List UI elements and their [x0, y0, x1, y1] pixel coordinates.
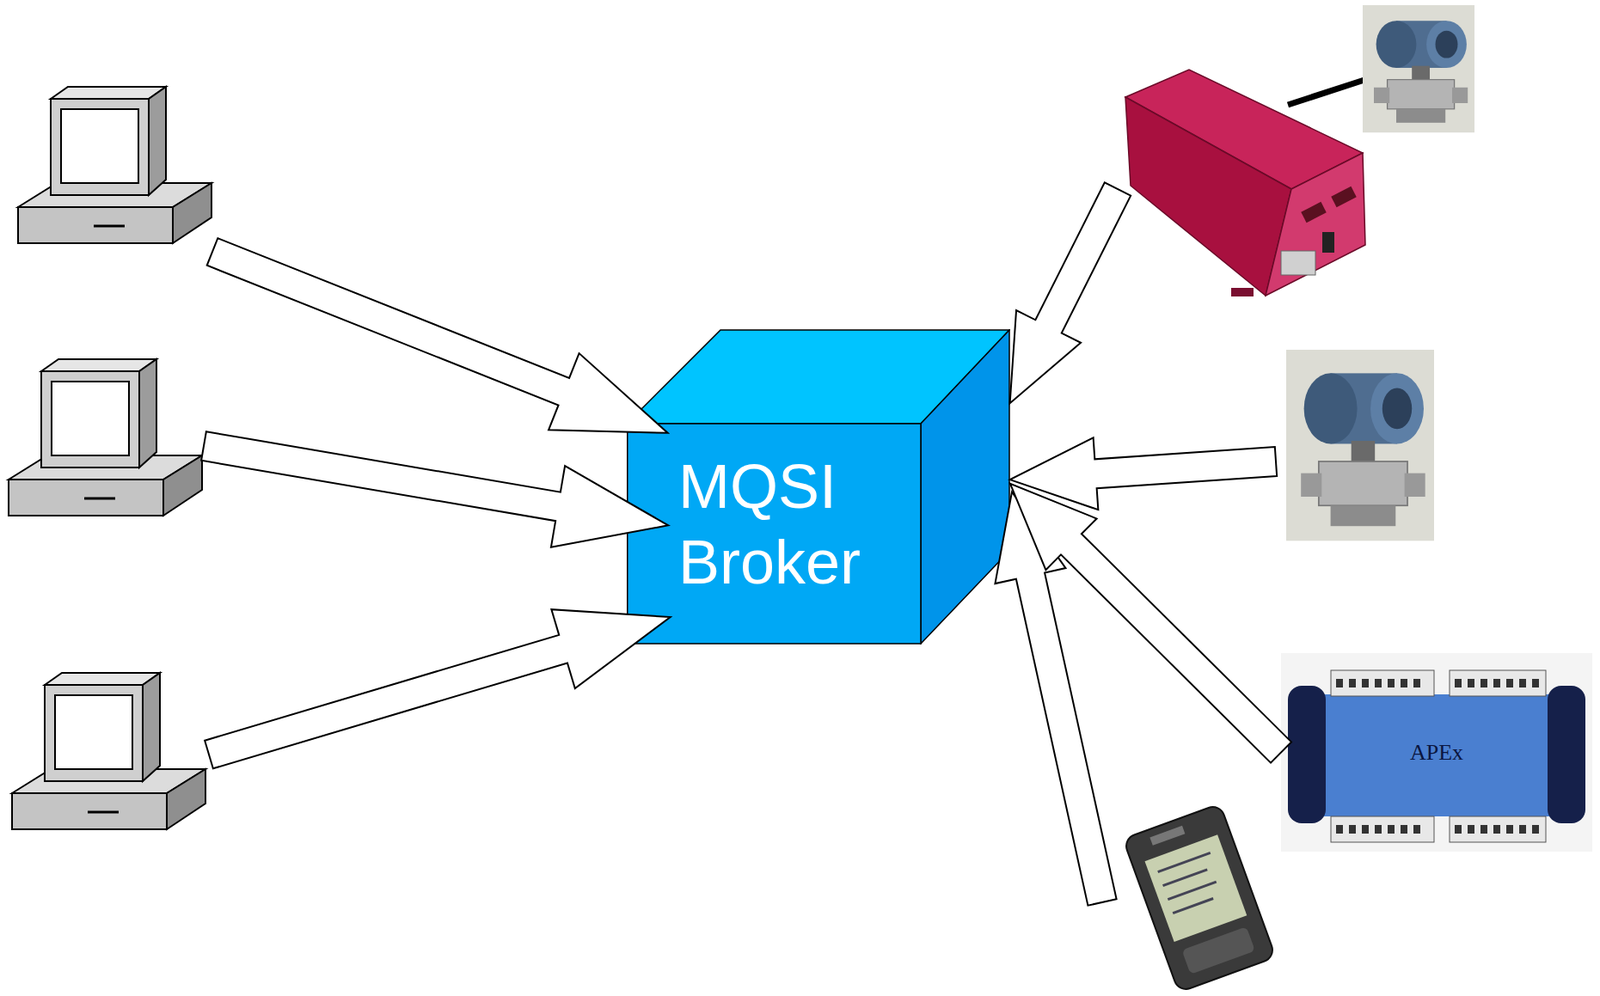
sensor-cable [1287, 79, 1368, 105]
node-label: MQSI Broker [678, 449, 920, 601]
pressure-transmitter [1362, 5, 1475, 133]
handheld-device [1122, 803, 1276, 994]
node-label: APEx [1375, 739, 1498, 767]
block-arrow [1010, 484, 1292, 764]
block-arrow [196, 405, 675, 567]
block-arrow [196, 213, 683, 472]
broker-box: MQSI Broker [626, 329, 1011, 645]
computer-icon [8, 359, 203, 516]
computer-icon [12, 673, 206, 830]
device-box: APEx [1281, 653, 1593, 853]
pressure-transmitter [1286, 349, 1435, 541]
block-arrow [977, 172, 1150, 420]
computer-icon [18, 86, 212, 244]
block-arrow [196, 577, 682, 795]
controller-box [1125, 69, 1366, 297]
